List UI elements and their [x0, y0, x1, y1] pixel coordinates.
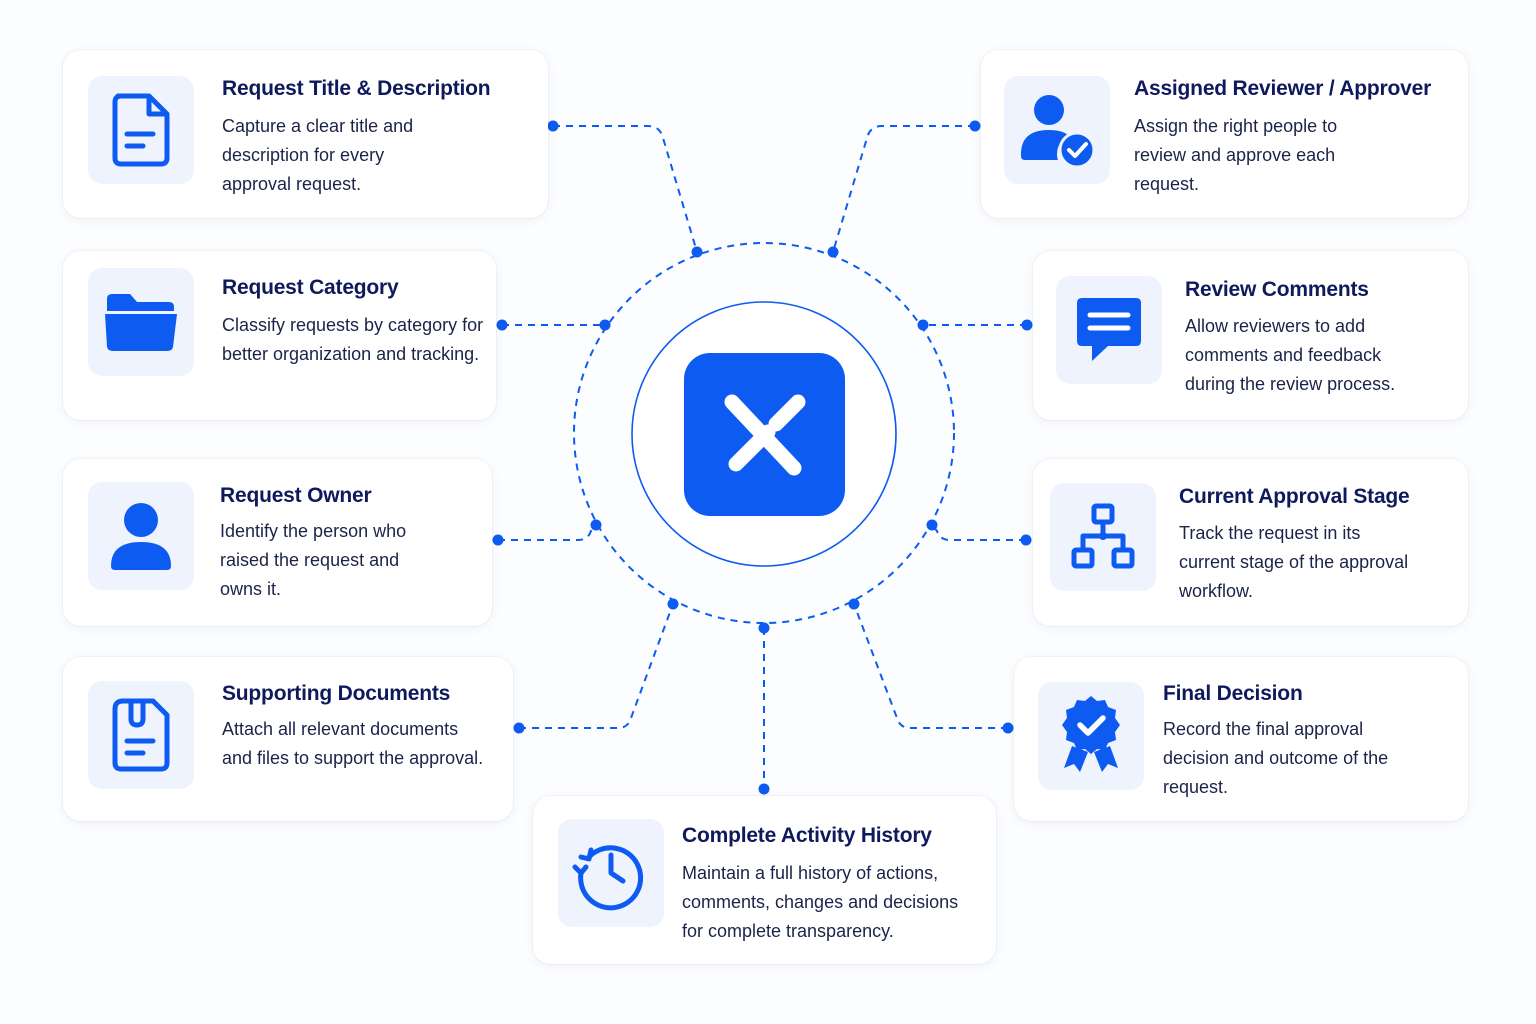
icon-box	[1038, 682, 1144, 790]
card-description: Capture a clear title and description fo…	[222, 116, 414, 194]
card-approval-stage: Current Approval Stage Track the request…	[1033, 459, 1468, 626]
card-description: Record the final approval decision and o…	[1163, 719, 1389, 797]
connector-dot	[496, 319, 508, 331]
card-title: Request Owner	[220, 484, 372, 507]
card-description: Track the request in its current stage o…	[1179, 523, 1409, 601]
card-final-decision: Final Decision Record the final approval…	[1014, 657, 1468, 821]
card-description: Identify the person who raised the reque…	[220, 521, 407, 599]
card-request-category: Request Category Classify requests by ca…	[63, 251, 496, 420]
badge-check-icon	[1062, 696, 1120, 772]
icon-box	[558, 819, 664, 927]
card-activity-history: Complete Activity History Maintain a ful…	[533, 796, 996, 964]
card-supporting-documents: Supporting Documents Attach all relevant…	[63, 657, 513, 821]
icon-box	[88, 681, 194, 789]
dashed-ring	[573, 242, 955, 624]
card-title: Review Comments	[1185, 278, 1369, 301]
icon-box	[88, 76, 194, 184]
connector-final-decision	[853, 603, 1008, 729]
connector-dot	[1002, 722, 1014, 734]
user-check-icon	[1021, 95, 1096, 168]
card-title: Assigned Reviewer / Approver	[1134, 77, 1432, 100]
connector-dot	[758, 783, 770, 795]
card-review-comments: Review Comments Allow reviewers to add c…	[1033, 251, 1468, 420]
card-title: Final Decision	[1163, 682, 1303, 705]
connector-dot	[513, 722, 525, 734]
folder-icon	[105, 294, 177, 351]
connector-dot	[827, 246, 839, 258]
person-icon	[111, 503, 171, 570]
document-icon	[112, 93, 170, 167]
card-request-title: Request Title & Description Capture a cl…	[63, 50, 548, 218]
connector-assigned-reviewer	[832, 125, 975, 253]
card-description: Maintain a full history of actions, comm…	[682, 863, 959, 941]
connector-dot	[917, 319, 929, 331]
connector-dot	[590, 519, 602, 531]
icon-box	[1004, 76, 1110, 184]
connector-request-owner	[498, 524, 597, 541]
card-description: Allow reviewers to add comments and feed…	[1185, 316, 1396, 394]
attachment-document-icon	[112, 698, 170, 772]
connector-dot	[492, 534, 504, 546]
connector-dot	[969, 120, 981, 132]
card-title: Complete Activity History	[682, 824, 932, 847]
card-title: Current Approval Stage	[1179, 485, 1410, 508]
card-description: Assign the right people to review and ap…	[1134, 116, 1338, 194]
workflow-icon	[1071, 503, 1135, 569]
connector-dot	[667, 598, 679, 610]
card-description: Attach all relevant documents and files …	[222, 719, 484, 768]
x-logo-icon	[724, 394, 805, 475]
card-title: Request Title & Description	[222, 77, 491, 100]
connector-dot	[758, 622, 770, 634]
connector-dot	[1021, 319, 1033, 331]
card-title: Request Category	[222, 276, 399, 299]
card-request-owner: Request Owner Identify the person who ra…	[63, 459, 492, 626]
icon-box	[1050, 483, 1156, 591]
icon-box	[88, 268, 194, 376]
connector-dot	[1020, 534, 1032, 546]
connector-approval-stage	[931, 524, 1026, 541]
icon-box	[1056, 276, 1162, 384]
connector-supporting-documents	[519, 603, 674, 729]
connector-dot	[547, 120, 559, 132]
icon-box	[88, 482, 194, 590]
card-assigned-reviewer: Assigned Reviewer / Approver Assign the …	[981, 50, 1468, 218]
connector-dot	[691, 246, 703, 258]
connector-dot	[848, 598, 860, 610]
history-clock-icon	[572, 845, 644, 911]
comment-icon	[1077, 298, 1141, 361]
connector-dot	[926, 519, 938, 531]
card-title: Supporting Documents	[222, 682, 451, 705]
card-description: Classify requests by category for better…	[222, 315, 484, 364]
connector-dot	[599, 319, 611, 331]
hub-logo	[684, 353, 845, 516]
connector-request-title	[553, 125, 698, 253]
